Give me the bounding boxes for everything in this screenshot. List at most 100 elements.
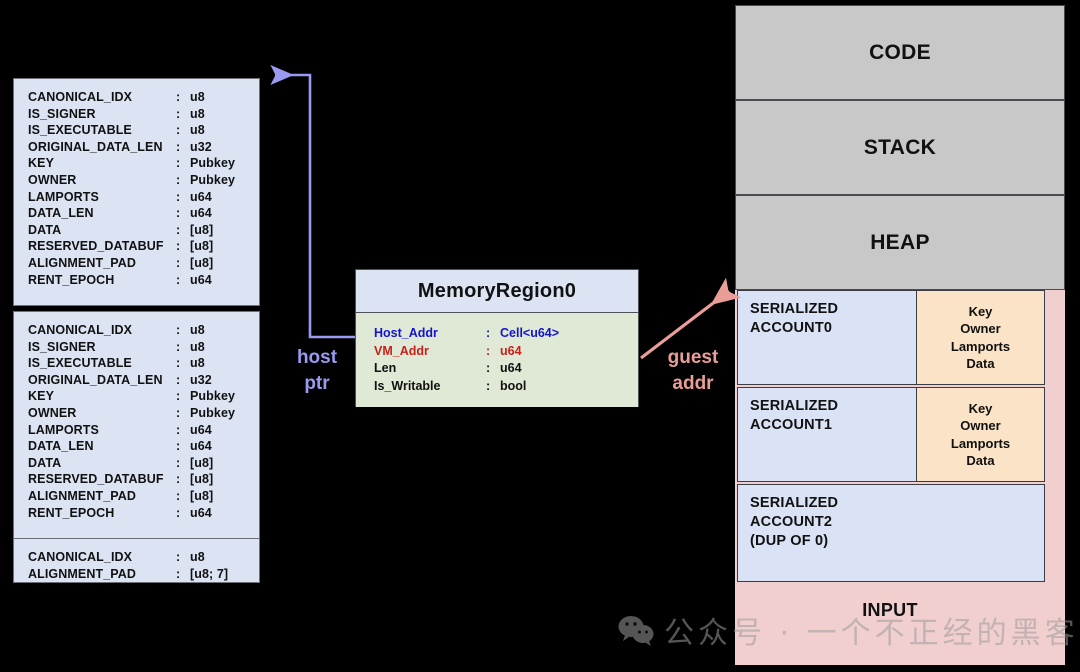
struct-field-row: RESERVED_DATABUF:[u8] — [28, 238, 245, 255]
account-field-label: Owner — [960, 418, 1001, 433]
struct-field-name: KEY — [28, 389, 55, 404]
struct-field-name: RESERVED_DATABUF — [28, 239, 164, 254]
struct-field-colon: : — [176, 405, 181, 420]
struct-field-name: CANONICAL_IDX — [28, 90, 133, 104]
memory-region-field-name: Is_Writable — [374, 378, 441, 393]
struct-field-colon: : — [176, 139, 181, 154]
struct-field-name: OWNER — [28, 405, 77, 420]
struct-field-colon: : — [176, 156, 181, 171]
account-field-label: Data — [966, 356, 995, 371]
memory-region-field-colon: : — [486, 378, 491, 393]
host-ptr-label: host ptr — [296, 347, 338, 394]
memory-region-field-type: Cell<u64> — [500, 326, 560, 340]
struct-field-row: OWNER: Pubkey — [28, 172, 245, 189]
struct-field-row: ALIGNMENT_PAD:[u8] — [28, 255, 245, 272]
guest-addr-label: guest addr — [667, 347, 719, 394]
serialized-account-0-label: SERIALIZED ACCOUNT0 — [750, 301, 839, 336]
struct-field-name: IS_EXECUTABLE — [28, 123, 132, 138]
struct-field-row: RESERVED_DATABUF:[u8] — [28, 471, 245, 488]
memory-region-title: MemoryRegion0 — [417, 279, 577, 302]
struct-field-colon: : — [176, 206, 181, 221]
struct-field-colon: : — [176, 505, 181, 520]
struct-field-row: DATA_LEN:u64 — [28, 205, 245, 222]
struct-field-name: KEY — [28, 156, 55, 171]
struct-field-type: [u8] — [190, 455, 214, 470]
struct-field-name: CANONICAL_IDX — [28, 323, 133, 337]
memory-segment-heap-label: HEAP — [870, 230, 930, 254]
struct-field-colon: : — [176, 172, 181, 187]
wechat-icon — [618, 616, 654, 646]
struct-field-row: IS_EXECUTABLE: u8 — [28, 122, 245, 139]
account-field-label: Owner — [960, 321, 1001, 336]
struct-field-name: DATA — [28, 222, 62, 237]
struct-field-row: RENT_EPOCH:u64 — [28, 272, 245, 289]
struct-field-row: IS_EXECUTABLE:u8 — [28, 355, 245, 372]
struct-field-type: Pubkey — [190, 156, 236, 171]
memory-region-field-row: VM_Addr:u64 — [374, 343, 638, 361]
struct-field-type: [u8] — [190, 472, 214, 487]
host-ptr-arrow — [270, 64, 355, 339]
struct-field-colon: : — [176, 339, 181, 354]
struct-field-colon: : — [176, 189, 181, 204]
struct-field-type: u32 — [190, 139, 212, 154]
memory-region-field-colon: : — [486, 326, 491, 340]
struct-field-name: ORIGINAL_DATA_LEN — [28, 372, 163, 387]
struct-field-row: ORIGINAL_DATA_LEN:u32 — [28, 139, 245, 156]
struct-field-colon: : — [176, 106, 181, 121]
struct-field-row: LAMPORTS:u64 — [28, 189, 245, 206]
struct-field-type: [u8; 7] — [190, 566, 229, 581]
struct-field-row: ALIGNMENT_PAD:[u8; 7] — [28, 566, 245, 583]
struct-field-type: u8 — [190, 323, 205, 337]
struct-field-type: u8 — [190, 123, 205, 138]
struct-field-type: u64 — [190, 272, 212, 287]
struct-field-type: u64 — [190, 505, 212, 520]
serialized-account-2-block: SERIALIZED ACCOUNT2 (DUP OF 0) — [737, 484, 1045, 582]
struct-field-row: RENT_EPOCH:u64 — [28, 505, 245, 522]
memory-region-field-name: Len — [374, 361, 397, 375]
memory-region-field-row: Host_Addr:Cell<u64> — [374, 325, 638, 343]
memory-region-header: MemoryRegion0 — [356, 270, 638, 313]
struct-field-name: DATA_LEN — [28, 439, 94, 454]
account-field-label: Lamports — [950, 435, 1011, 451]
struct-field-row: IS_SIGNER:u8 — [28, 339, 245, 356]
account-field-label: Lamports — [950, 338, 1011, 354]
struct-field-type: [u8] — [190, 222, 214, 237]
struct-field-name: IS_SIGNER — [28, 106, 96, 121]
struct-field-colon: : — [176, 488, 181, 503]
struct-field-name: ALIGNMENT_PAD — [28, 488, 137, 503]
struct-field-name: OWNER — [28, 172, 77, 187]
struct-field-row: CANONICAL_IDX:u8 — [28, 89, 245, 106]
struct-field-name: LAMPORTS — [28, 189, 99, 204]
memory-region-field-colon: : — [486, 361, 491, 375]
struct-field-name: IS_EXECUTABLE — [28, 356, 132, 371]
struct-field-colon: : — [176, 472, 181, 487]
memory-segment-code-label: CODE — [869, 40, 931, 64]
struct-field-type: u64 — [190, 439, 212, 454]
struct-field-colon: : — [176, 372, 181, 387]
struct-field-colon: : — [176, 123, 181, 138]
struct-field-type: u8 — [190, 90, 205, 104]
struct-field-colon: : — [176, 566, 181, 581]
serialized-account-1-label: SERIALIZED ACCOUNT1 — [750, 398, 839, 433]
struct-field-type: Pubkey — [190, 172, 236, 187]
struct-field-row: DATA_LEN:u64 — [28, 438, 245, 455]
struct-field-colon: : — [176, 272, 181, 287]
struct-field-row: KEY: Pubkey — [28, 155, 245, 172]
struct-field-type: [u8] — [190, 488, 214, 503]
struct-field-colon: : — [176, 222, 181, 237]
struct-field-row: CANONICAL_IDX:u8 — [28, 322, 245, 339]
struct-field-row: OWNER:Pubkey — [28, 405, 245, 422]
memory-region-field-type: u64 — [500, 343, 522, 358]
account-field-label: Key — [968, 303, 993, 319]
struct-field-colon: : — [176, 455, 181, 470]
memory-region-field-type: bool — [500, 378, 527, 393]
memory-region-field-row: Is_Writable: bool — [374, 378, 638, 396]
memory-region-card: MemoryRegion0 Host_Addr:Cell<u64>VM_Addr… — [355, 269, 639, 407]
